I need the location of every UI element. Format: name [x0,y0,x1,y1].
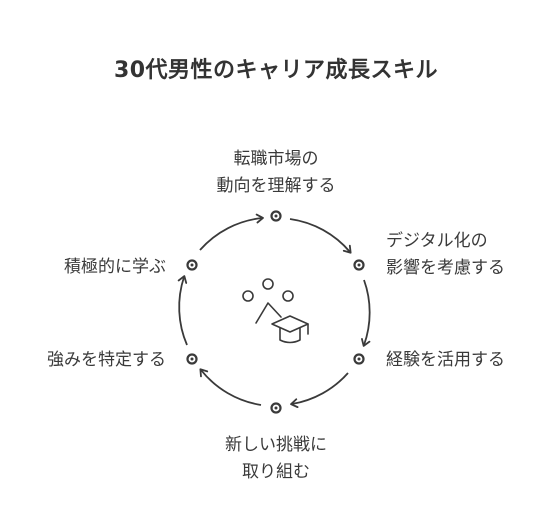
step-label-leverage-experience: 経験を活用する [386,347,505,374]
step-label-line: 強みを特定する [47,350,166,370]
arrow-upper-right-to-lower-right [361,279,371,347]
node-lower-left [186,353,198,365]
step-label-learn-actively: 積極的に学ぶ [26,254,166,281]
step-label-take-on-challenges: 新しい挑戦に 取り組む [176,432,376,486]
step-label-line: 新しい挑戦に [225,435,327,455]
node-upper-right [353,259,365,271]
step-label-line: 影響を考慮する [386,258,505,278]
people-with-graduation-cap-icon [242,278,309,344]
step-label-line: デジタル化の [386,231,488,251]
node-lower-right [353,353,365,365]
step-label-line: 積極的に学ぶ [64,257,166,277]
arrow-lower-right-to-bottom [290,372,349,409]
node-upper-left [186,259,198,271]
step-label-consider-digitalization: デジタル化の 影響を考慮する [386,228,505,282]
arrow-top-to-upper-right [289,218,352,254]
arrow-lower-left-to-upper-left [177,275,188,346]
node-top [270,210,282,222]
step-label-identify-strengths: 強みを特定する [26,347,166,374]
arrow-bottom-to-lower-left [199,368,262,406]
arrow-upper-left-to-top [199,213,264,251]
diagram-title: 30代男性のキャリア成長スキル [113,58,439,83]
node-bottom [270,402,282,414]
step-label-line: 経験を活用する [386,350,505,370]
step-label-line: 動向を理解する [216,176,336,196]
step-label-line: 転職市場の [233,149,319,169]
step-label-line: 取り組む [242,462,310,482]
step-label-understand-job-market: 転職市場の 動向を理解する [176,146,376,200]
